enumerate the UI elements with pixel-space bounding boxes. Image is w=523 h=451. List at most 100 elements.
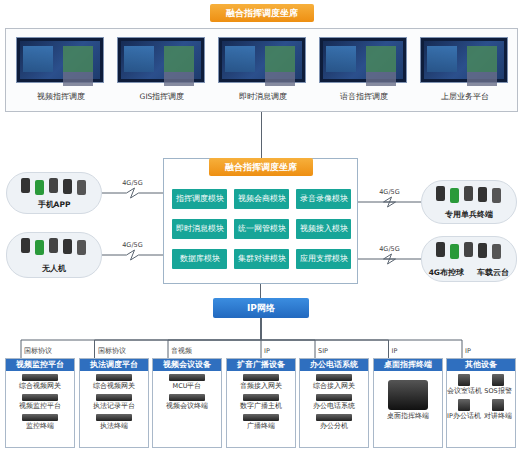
node-heading: 无人机 <box>42 264 66 274</box>
connector-line <box>261 318 389 358</box>
group-node: 其他设备会议室话机SOS报警IP办公话机对讲终端 <box>446 358 516 448</box>
node-heading: 视频会议设备 <box>153 359 221 371</box>
cloud-node: 专用单兵终端 <box>421 180 517 224</box>
node-item: MCU平台 <box>169 374 205 391</box>
node-heading: 语音指挥调度 <box>314 92 414 102</box>
group-node: 视频会议设备 MCU平台视频会议终端 <box>152 358 222 448</box>
connector-line <box>102 250 163 260</box>
node-item: SOS报警 <box>482 374 515 396</box>
node-heading: 扩音广播设备 <box>227 359 295 371</box>
node-item: 对讲终端 <box>482 399 515 421</box>
node-item: 视频会议终端 <box>166 394 208 411</box>
mod-node: 统一网管模块 <box>234 219 289 239</box>
cloud-node: 4G布控球 车载云台 <box>421 236 517 282</box>
shot-node: 即时消息调度 <box>218 37 306 83</box>
connector-line <box>95 318 262 358</box>
cloud-node: 无人机 <box>6 232 102 278</box>
mod-node: 录音录像模块 <box>296 189 351 209</box>
edge-label: IP <box>465 347 471 355</box>
connector-line <box>21 318 261 358</box>
edge-label: 4G/5G <box>122 241 143 249</box>
connector-line <box>261 318 462 358</box>
edge-label: IP <box>392 347 398 355</box>
connector-line <box>102 188 163 198</box>
node-heading: 4G布控球 <box>429 268 464 278</box>
core-node: 融合指挥调度坐席指挥调度模块视频会商模块录音录像模块即时消息模块统一网管模块视频… <box>163 158 358 284</box>
edge-label: 4G/5G <box>122 179 143 187</box>
shot-node: 上层业务平台 <box>420 37 508 83</box>
connector-line <box>261 112 262 158</box>
node-item: 监控终端 <box>22 414 58 431</box>
group-node: 执法调度平台综合视频网关执法记录平台执法终端 <box>79 358 149 448</box>
node-heading: 指挥调度模块 <box>172 189 227 209</box>
shot-node: 语音指挥调度 <box>319 37 407 83</box>
node-item: 车载云台 <box>477 268 509 278</box>
mod-node: 视频会商模块 <box>234 189 289 209</box>
mod-node: 集群对讲模块 <box>234 249 289 269</box>
mod-node: 应用支撑模块 <box>296 249 351 269</box>
node-heading: 专用单兵终端 <box>445 210 493 220</box>
node-heading: 集群对讲模块 <box>234 249 289 269</box>
group-node: 办公电话系统综合接入网关办公电话系统办公分机 <box>299 358 369 448</box>
edge-label: 音视频 <box>171 347 192 355</box>
mod-node: 指挥调度模块 <box>172 189 227 209</box>
shot-node: 视频指挥调度 <box>16 37 104 83</box>
node-item: 办公电话系统 <box>313 394 355 411</box>
node-item: 视频监控平台 <box>19 394 61 411</box>
node-item: 办公分机 <box>316 414 352 431</box>
node-heading: GIS指挥调度 <box>112 92 212 102</box>
node-item: 综合视频网关 <box>19 374 61 391</box>
node-heading: 数据库模块 <box>172 249 227 269</box>
mod-node: 视频接入模块 <box>296 219 351 239</box>
node-heading: 视频指挥调度 <box>11 92 111 102</box>
node-heading: 上层业务平台 <box>415 92 515 102</box>
node-item: 综合视频网关 <box>93 374 135 391</box>
node-heading: 桌面指挥终端 <box>374 359 442 371</box>
node-item: 音频接入网关 <box>240 374 282 391</box>
group-node: 扩音广播设备音频接入网关数字广播主机广播终端 <box>226 358 296 448</box>
node-heading: 手机APP <box>38 200 71 210</box>
node-item: 数字广播主机 <box>240 394 282 411</box>
node-heading: 视频接入模块 <box>296 219 351 239</box>
edge-label: 国标协议 <box>24 347 52 355</box>
node-heading: 视频会商模块 <box>234 189 289 209</box>
edge-label: 4G/5G <box>379 188 400 196</box>
group-node: 桌面指挥终端桌面指挥终端 <box>373 358 443 448</box>
connector-line <box>261 318 315 358</box>
mod-node: 即时消息模块 <box>172 219 227 239</box>
node-item: 桌面指挥终端 <box>387 374 429 421</box>
mod-node: 数据库模块 <box>172 249 227 269</box>
node-item: 广播终端 <box>243 414 279 431</box>
edge-label: IP <box>264 347 270 355</box>
node-item: 执法记录平台 <box>93 394 135 411</box>
node-item: IP办公话机 <box>448 399 481 421</box>
node-heading: 融合指挥调度坐席 <box>209 158 313 176</box>
shot-node: GIS指挥调度 <box>117 37 205 83</box>
node-heading: 即时消息调度 <box>213 92 313 102</box>
edge-label: 4G/5G <box>379 245 400 253</box>
connector-line <box>358 254 421 264</box>
connector-line <box>260 284 261 298</box>
node-heading: 录音录像模块 <box>296 189 351 209</box>
connector-line <box>168 318 261 358</box>
node-heading: 统一网管模块 <box>234 219 289 239</box>
edge-label: SIP <box>318 347 328 355</box>
edge-label: 国标协议 <box>98 347 126 355</box>
node-heading: 办公电话系统 <box>300 359 368 371</box>
node-heading: 执法调度平台 <box>80 359 148 371</box>
cloud-node: 手机APP <box>6 172 102 214</box>
node-heading: 融合指挥调度坐席 <box>210 4 314 22</box>
node-heading: 视频监控平台 <box>6 359 74 371</box>
panel-node: 融合指挥调度坐席视频指挥调度GIS指挥调度即时消息调度语音指挥调度上层业务平台 <box>5 28 518 112</box>
node-item: 执法终端 <box>96 414 132 431</box>
ip-node: IP网络 <box>213 298 309 318</box>
node-heading: IP网络 <box>213 298 309 318</box>
node-heading: 应用支撑模块 <box>296 249 351 269</box>
node-heading: 即时消息模块 <box>172 219 227 239</box>
connector-line <box>358 197 421 207</box>
node-item: 会议室话机 <box>448 374 481 396</box>
node-item: 综合接入网关 <box>313 374 355 391</box>
node-heading: 其他设备 <box>447 359 515 371</box>
group-node: 视频监控平台综合视频网关视频监控平台监控终端 <box>5 358 75 448</box>
